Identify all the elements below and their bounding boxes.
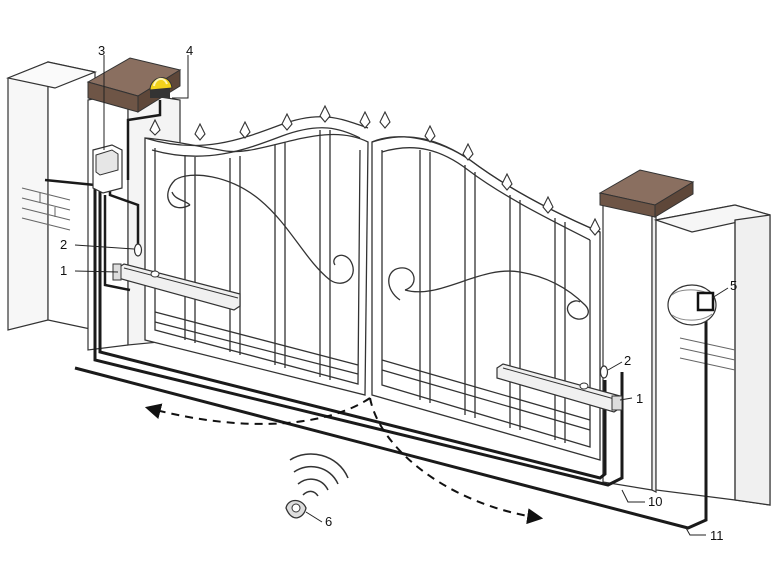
gate-opener-arm-right (496, 363, 623, 413)
control-box (92, 144, 123, 194)
key-switch-cable (74, 306, 708, 530)
right-pillar (602, 189, 771, 506)
warning-lamp (149, 77, 173, 98)
left-gate-leaf (144, 116, 369, 396)
remote-control (285, 453, 349, 519)
callout-5: 5 (730, 278, 738, 293)
callout-10: 10 (648, 494, 663, 509)
radio-waves (289, 453, 349, 497)
photocell-right (599, 365, 609, 379)
callout-1-right: 1 (636, 391, 644, 406)
callout-3: 3 (98, 43, 106, 58)
gate-finials (149, 104, 601, 236)
callout-2-right: 2 (624, 353, 632, 368)
callout-1-left: 1 (60, 263, 68, 278)
right-gate-leaf (371, 136, 601, 461)
right-pillar-cap (598, 169, 695, 218)
callout-2-left: 2 (60, 237, 68, 252)
callout-11: 11 (710, 528, 724, 543)
key-switch (667, 284, 717, 326)
callout-6: 6 (325, 514, 333, 529)
photocell-left (133, 243, 143, 257)
swing-arrows (144, 397, 544, 525)
motor-cable (93, 185, 624, 487)
callout-4: 4 (186, 43, 194, 58)
leader-lines (74, 55, 729, 536)
